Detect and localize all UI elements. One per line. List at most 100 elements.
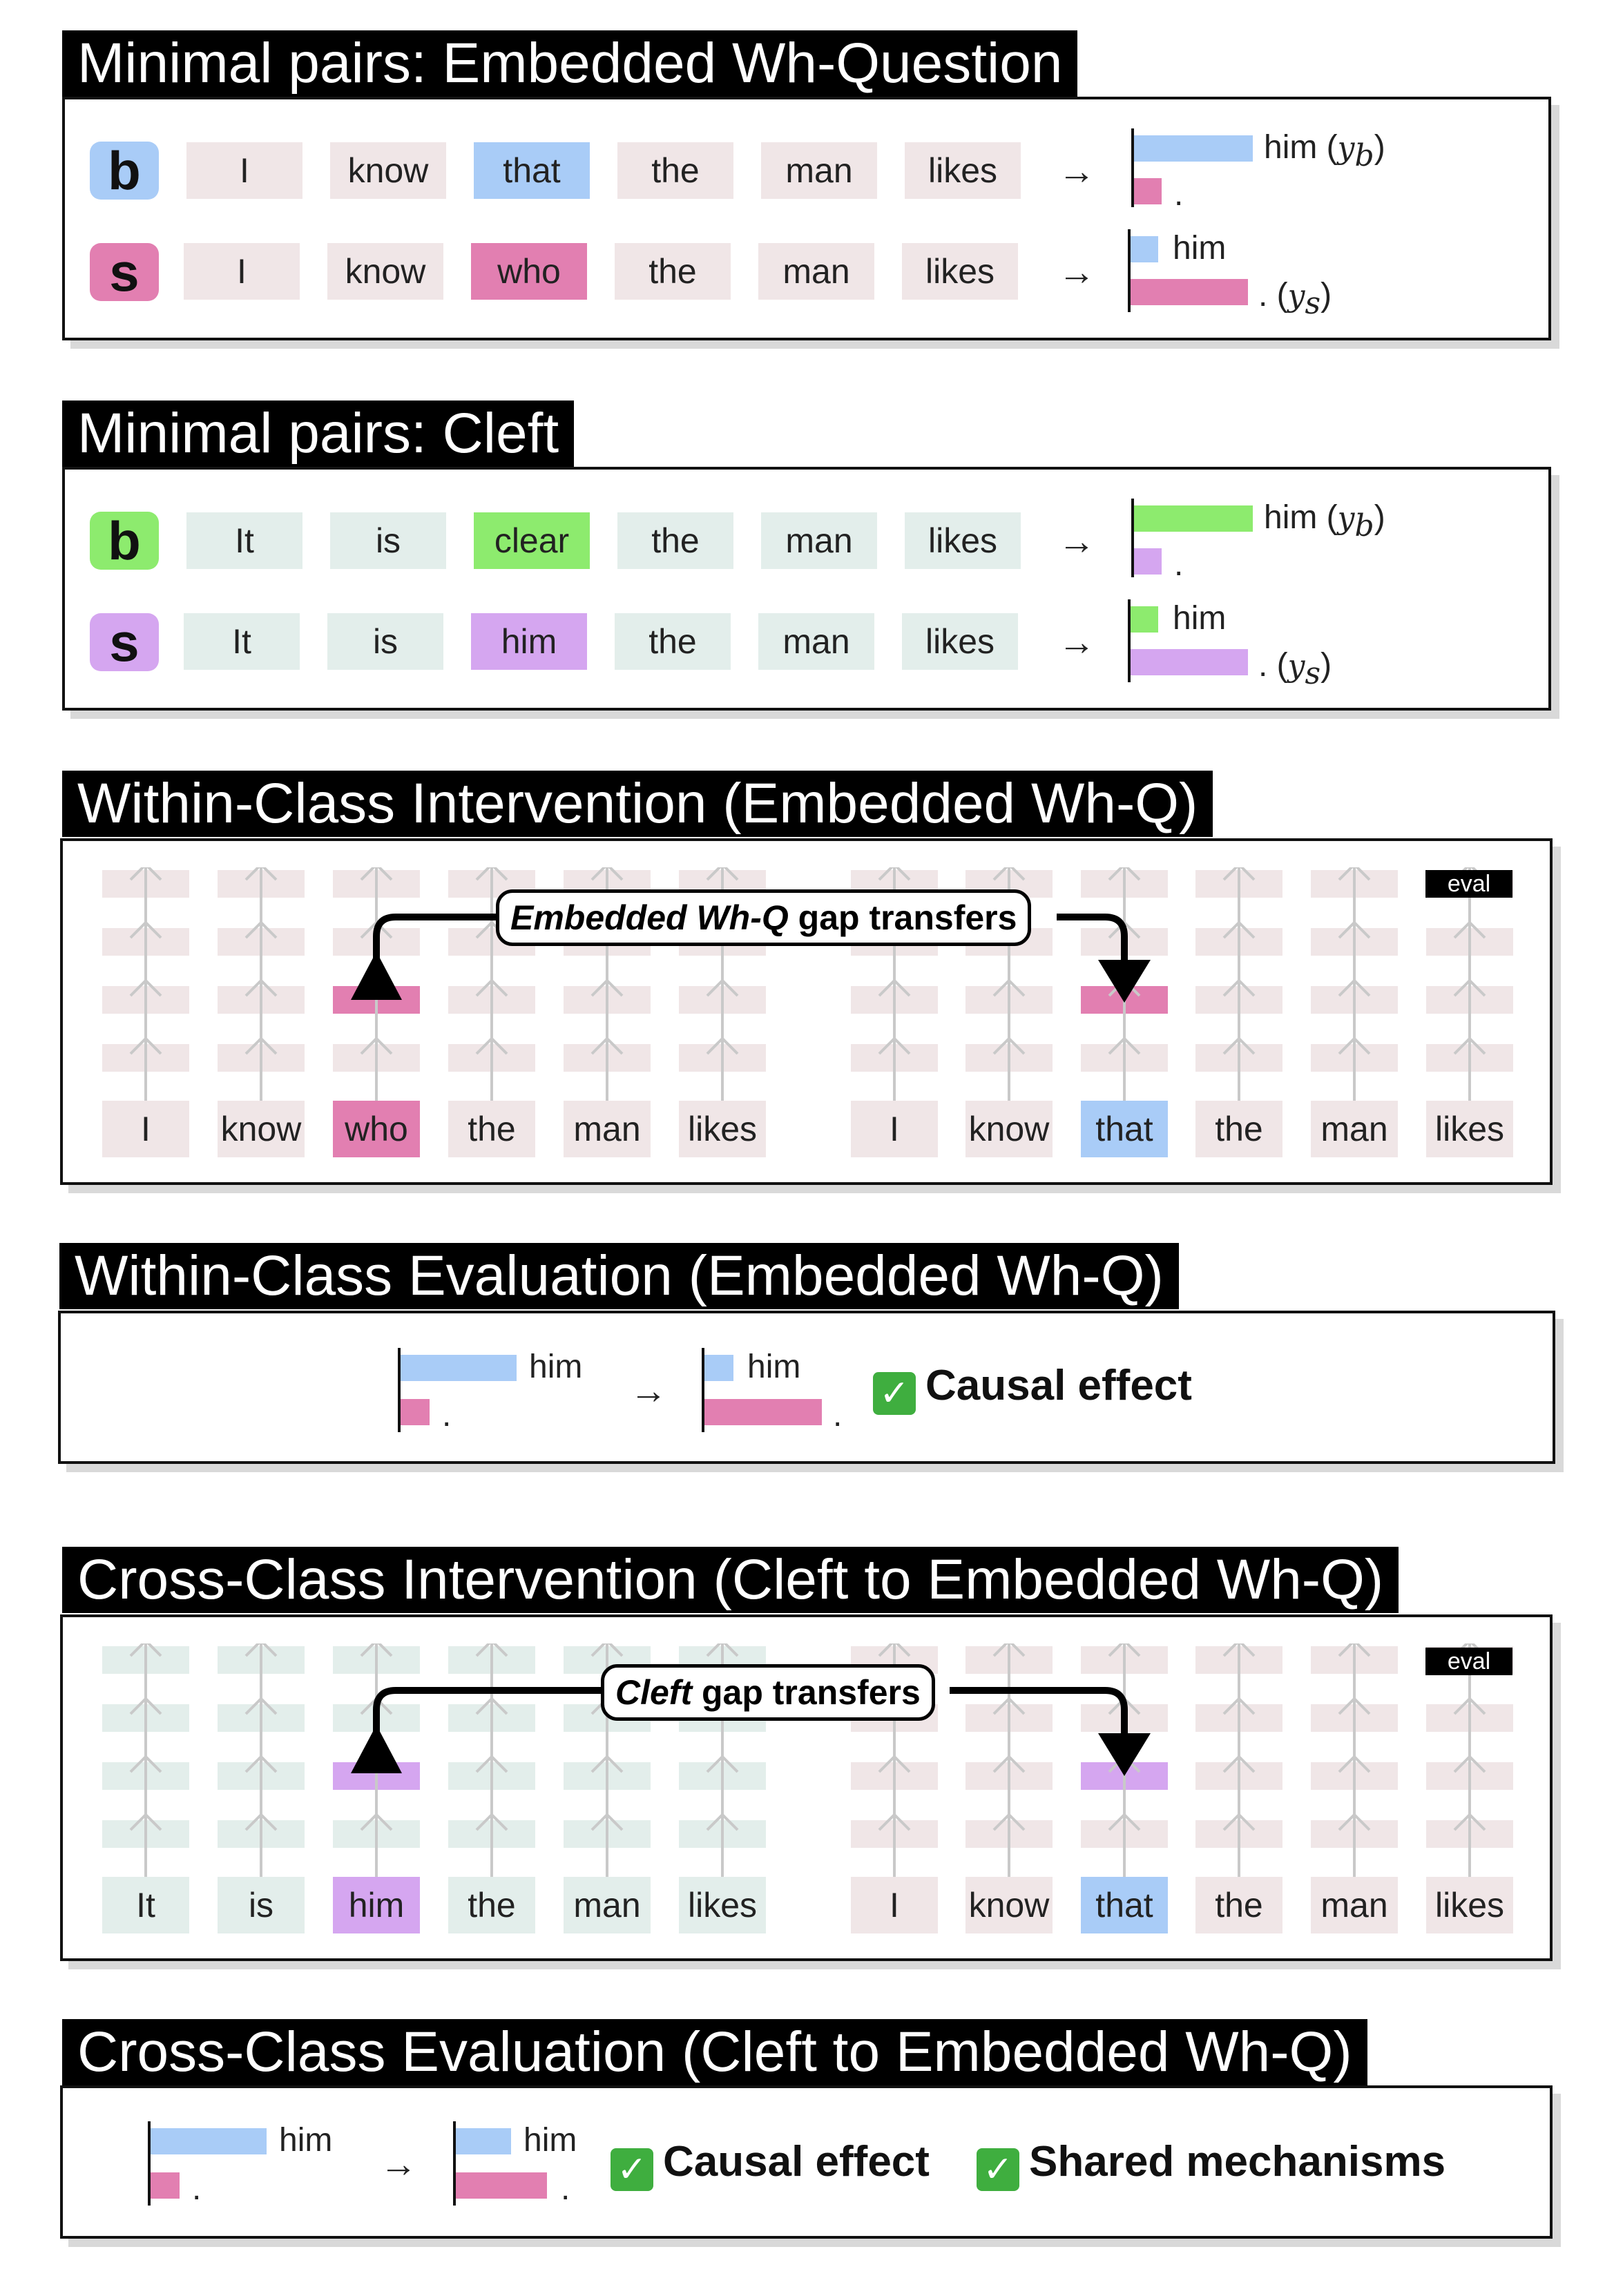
token-man: man <box>564 1101 651 1157</box>
token-the: the <box>615 613 731 670</box>
token-the: the <box>448 1877 535 1933</box>
layer-arrows-icon <box>1222 867 1256 1101</box>
panel-wh-pairs <box>62 97 1551 340</box>
bar-dot <box>456 2172 547 2199</box>
causal-effect-label: ✓Causal effect <box>873 1362 1192 1415</box>
token-know: know <box>965 1101 1053 1157</box>
token-man: man <box>761 512 877 569</box>
token-the: the <box>1195 1877 1282 1933</box>
layer-arrows-icon <box>992 1643 1026 1877</box>
bar-him <box>401 1355 517 1381</box>
layer-arrows-icon <box>1108 1643 1141 1877</box>
bar-dot <box>401 1399 430 1425</box>
arrow-right: → <box>1058 621 1095 663</box>
label-him: him <box>279 2122 333 2159</box>
label-him: him <box>1173 600 1227 637</box>
bar-him <box>151 2128 267 2154</box>
bar-him <box>1131 606 1158 633</box>
arrow-right: → <box>1058 251 1095 293</box>
layer-arrows-icon <box>244 867 278 1101</box>
label-him: him <box>529 1349 583 1385</box>
title-within-evaluation: Within-Class Evaluation (Embedded Wh-Q) <box>59 1243 1179 1309</box>
token-man: man <box>564 1877 651 1933</box>
layer-arrows-icon <box>360 1643 393 1877</box>
token-likes: likes <box>1426 1101 1513 1157</box>
bar-dot <box>1131 649 1248 675</box>
bar-axis <box>1131 499 1134 577</box>
layer-arrows-icon <box>360 867 393 1101</box>
check-icon: ✓ <box>873 1372 916 1415</box>
token-is: is <box>218 1877 305 1933</box>
bar-him <box>704 1355 733 1381</box>
token-man: man <box>1311 1101 1398 1157</box>
label-dot: . <box>833 1397 843 1434</box>
token-that: that <box>1081 1101 1168 1157</box>
arrow-right: → <box>1058 521 1095 562</box>
title-cross-evaluation: Cross-Class Evaluation (Cleft to Embedde… <box>62 2019 1367 2085</box>
label-him-yb: him (yb) <box>1264 499 1385 543</box>
token-the: the <box>1195 1101 1282 1157</box>
causal-effect-label: ✓Causal effect <box>611 2138 930 2191</box>
bar-him <box>1134 135 1253 162</box>
layer-arrows-icon <box>1453 1643 1486 1877</box>
token-know: know <box>327 243 443 300</box>
bar-dot <box>1131 279 1248 305</box>
title-cross-intervention: Cross-Class Intervention (Cleft to Embed… <box>62 1547 1399 1613</box>
bar-him <box>456 2128 511 2154</box>
title-cleft-pairs: Minimal pairs: Cleft <box>62 401 575 467</box>
shared-mechanisms-label: ✓Shared mechanisms <box>977 2138 1445 2191</box>
token-him: him <box>471 613 587 670</box>
token-who: who <box>471 243 587 300</box>
callout-cross: Cleft gap transfers <box>601 1664 935 1721</box>
callout-within: Embedded Wh-Q gap transfers <box>496 889 1032 946</box>
bar-axis <box>1128 229 1131 312</box>
panel-within-evaluation <box>58 1311 1555 1464</box>
arrow-right: → <box>380 2143 417 2185</box>
token-that: that <box>1081 1877 1168 1933</box>
token-is: is <box>327 613 443 670</box>
label-him: him <box>747 1349 801 1385</box>
token-i: I <box>102 1101 189 1157</box>
check-icon: ✓ <box>611 2148 653 2191</box>
layer-arrows-icon <box>1108 867 1141 1101</box>
layer-arrows-icon <box>1222 1643 1256 1877</box>
token-it: It <box>184 613 300 670</box>
token-the: the <box>448 1101 535 1157</box>
layer-arrows-icon <box>244 1643 278 1877</box>
badge-base: b <box>90 512 159 570</box>
layer-arrows-icon <box>129 1643 162 1877</box>
bar-axis <box>453 2121 456 2206</box>
bar-axis <box>702 1348 704 1432</box>
token-likes: likes <box>679 1877 766 1933</box>
token-man: man <box>758 243 874 300</box>
token-who: who <box>333 1101 420 1157</box>
bar-axis <box>1128 599 1131 682</box>
eval-tag: eval <box>1425 1648 1512 1675</box>
token-that: that <box>474 142 590 199</box>
token-likes: likes <box>679 1101 766 1157</box>
bar-axis <box>148 2121 151 2206</box>
token-man: man <box>761 142 877 199</box>
token-know: know <box>965 1877 1053 1933</box>
layer-arrows-icon <box>1338 1643 1371 1877</box>
token-likes: likes <box>902 243 1018 300</box>
label-him: him <box>1173 230 1227 267</box>
bar-dot <box>1134 178 1162 204</box>
token-the: the <box>615 243 731 300</box>
layer-arrows-icon <box>129 867 162 1101</box>
token-i: I <box>851 1101 938 1157</box>
label-dot: . <box>442 1397 452 1434</box>
label-dot: . <box>1174 546 1184 583</box>
label-dot-ys: . (ys) <box>1258 277 1332 321</box>
token-it: It <box>102 1877 189 1933</box>
arrow-right: → <box>630 1370 667 1411</box>
token-likes: likes <box>905 512 1021 569</box>
label-dot: . <box>192 2170 202 2207</box>
token-likes: likes <box>1426 1877 1513 1933</box>
token-the: the <box>617 142 733 199</box>
bar-him <box>1134 505 1253 532</box>
label-dot: . <box>1174 176 1184 213</box>
token-it: It <box>186 512 302 569</box>
bar-axis <box>1131 128 1134 207</box>
label-dot-ys: . (ys) <box>1258 647 1332 691</box>
